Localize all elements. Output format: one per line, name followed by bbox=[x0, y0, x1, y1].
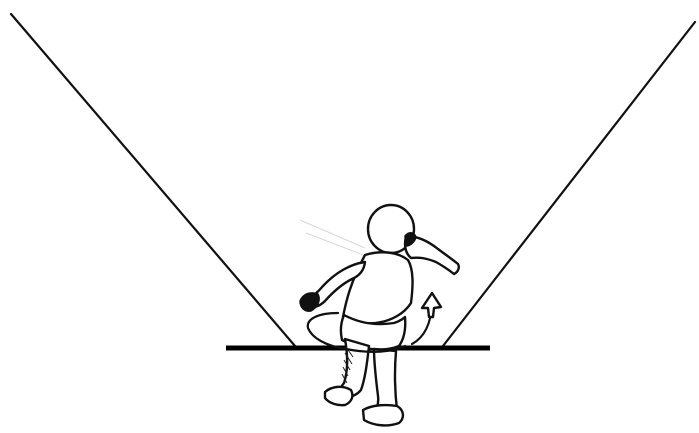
left-shoe bbox=[325, 387, 352, 405]
person-figure bbox=[300, 205, 459, 425]
shirt bbox=[343, 252, 413, 323]
right-shoe bbox=[363, 405, 403, 425]
left-hand bbox=[300, 293, 319, 311]
right-ramp-line bbox=[443, 22, 695, 346]
motion-arrow bbox=[422, 293, 441, 317]
left-ramp-line bbox=[11, 14, 295, 346]
